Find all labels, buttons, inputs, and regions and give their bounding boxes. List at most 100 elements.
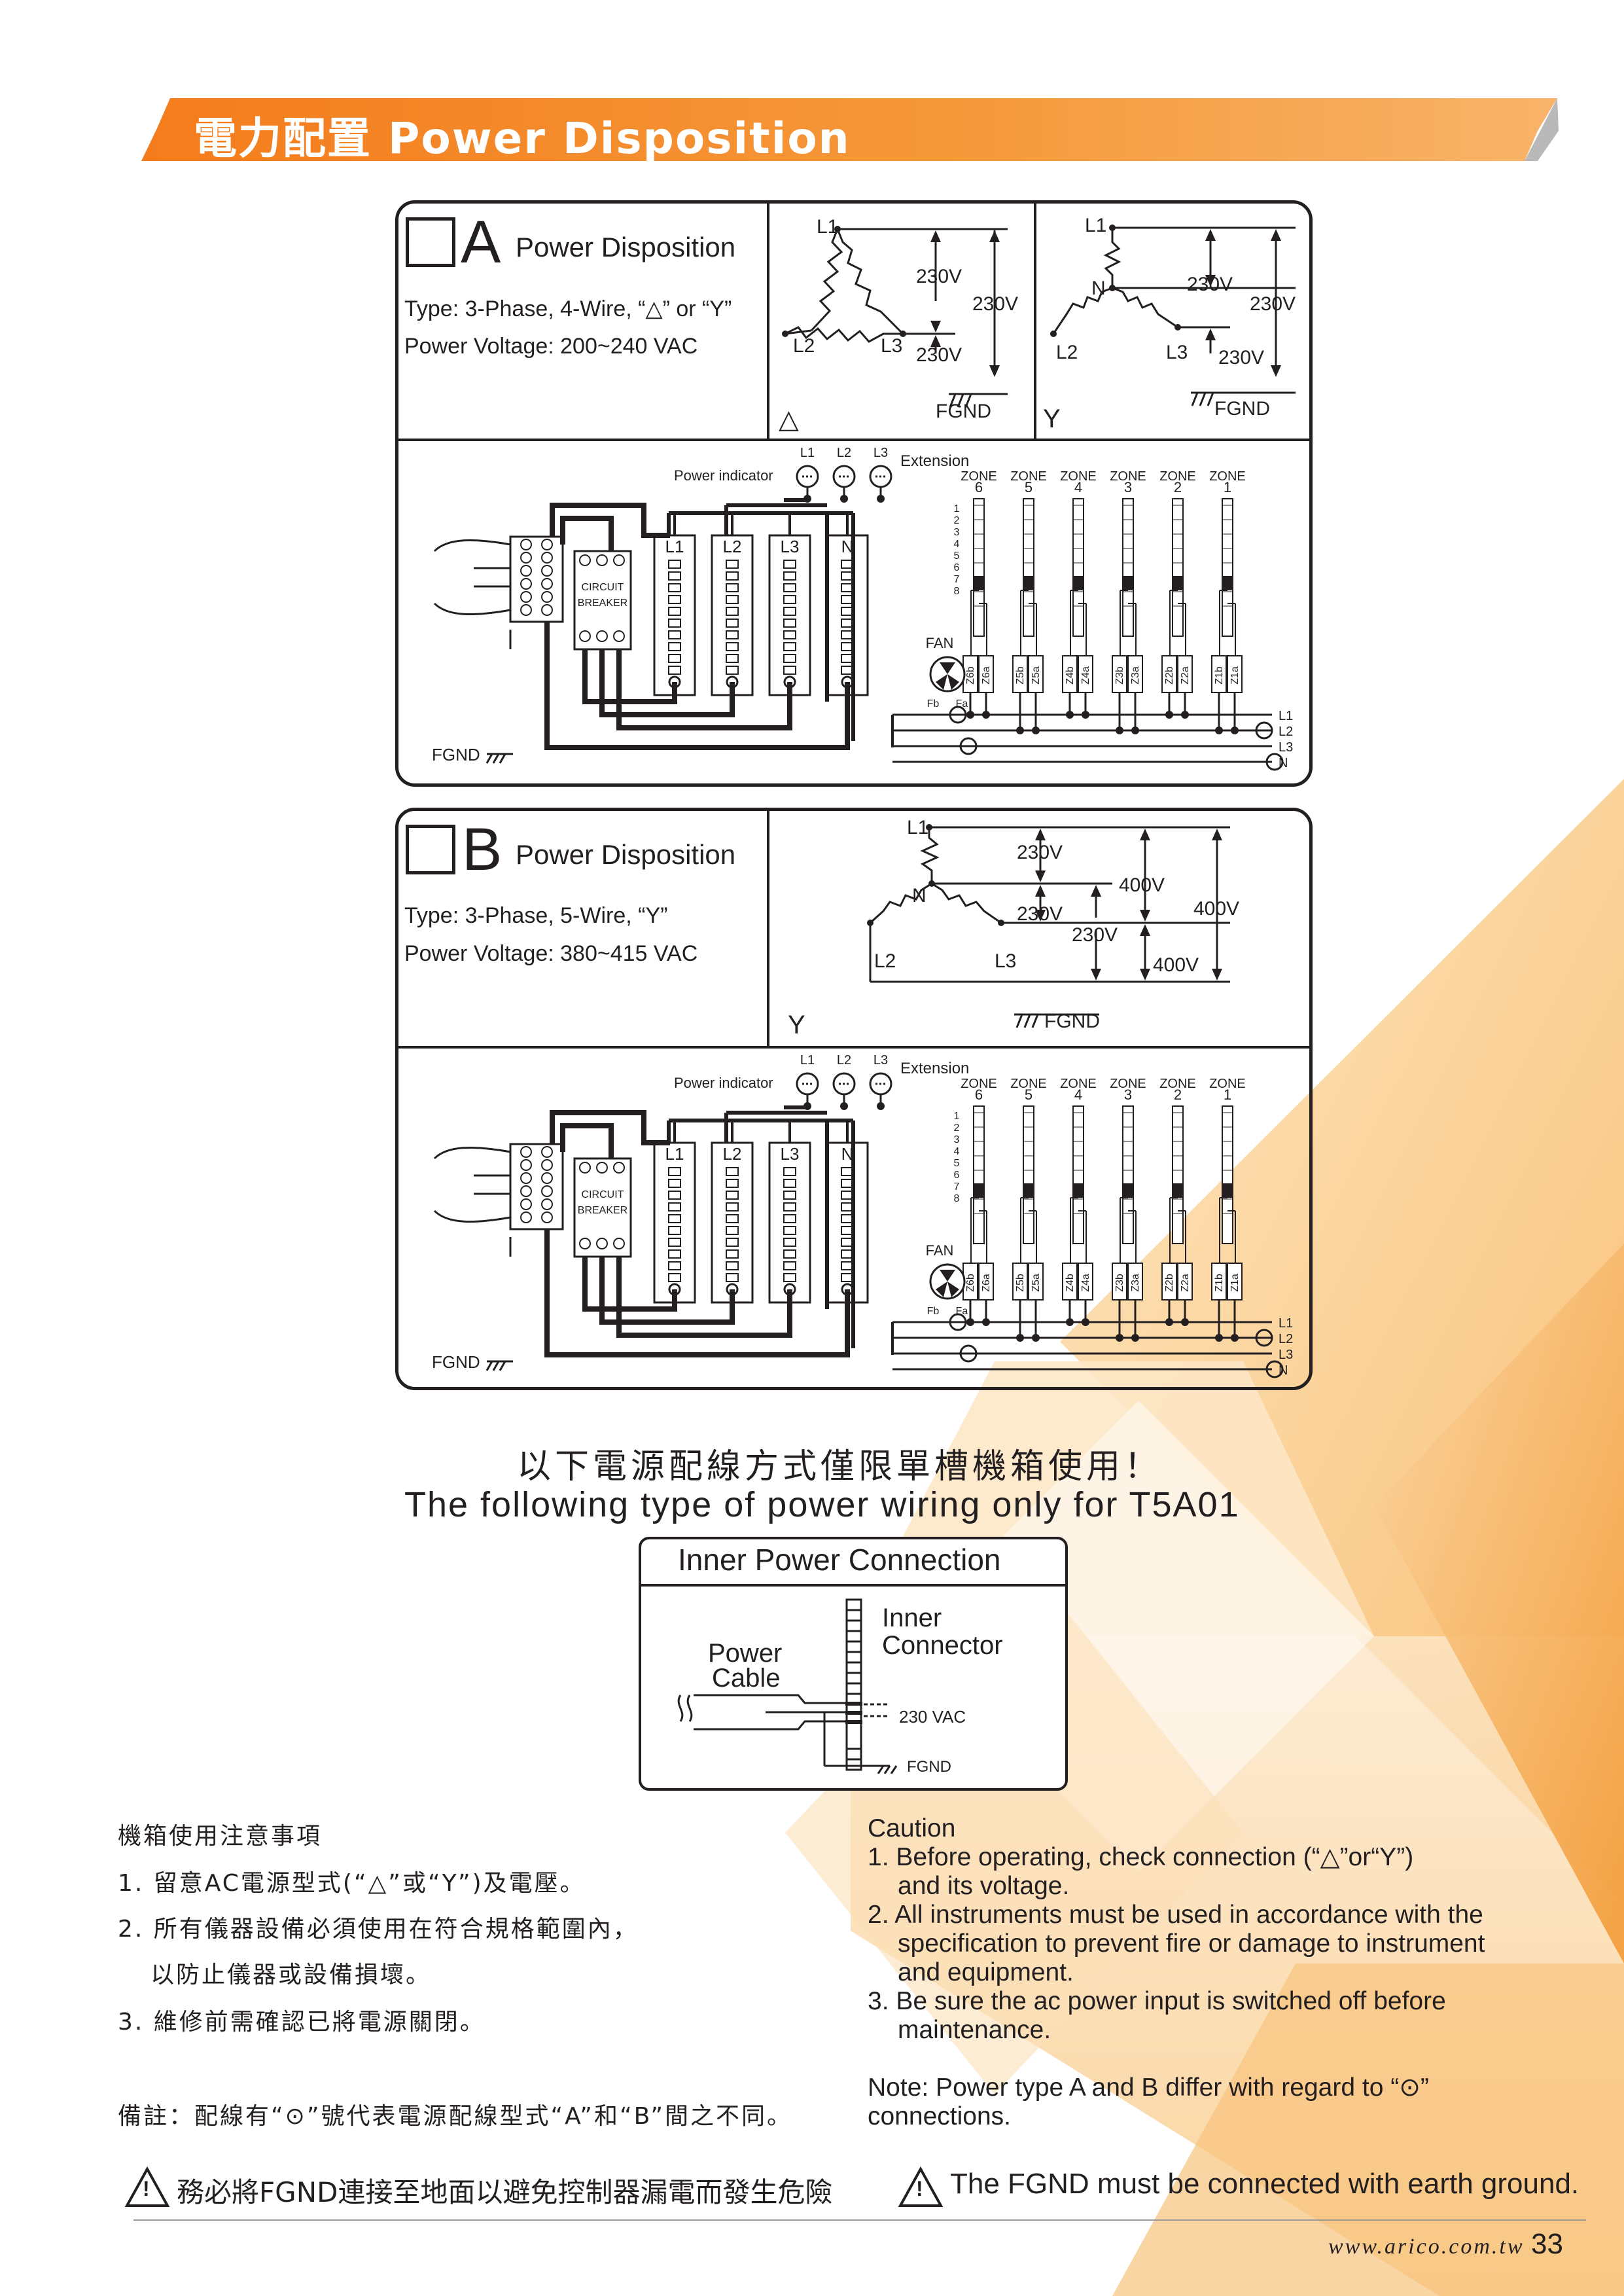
- zone-strip: [1222, 498, 1233, 637]
- bus-bar-terminal: [668, 560, 681, 569]
- fan-label: FAN: [926, 1242, 954, 1259]
- wye-b-vf: 400V: [1193, 898, 1240, 920]
- bus-bar-label: L2: [723, 1144, 742, 1164]
- bus-bar-terminal: [668, 1238, 681, 1247]
- notice-en: The following type of power wiring only …: [404, 1485, 1240, 1524]
- zone-terminal-label: Z6b: [965, 666, 976, 685]
- zone-label: ZONE: [1159, 469, 1196, 484]
- zone-slot-active: [1023, 1183, 1034, 1198]
- checkbox-b[interactable]: [406, 825, 455, 874]
- notes-zh-item-2b: 以防止儀器或設備損壞。: [150, 1962, 432, 1988]
- ground-symbol: [499, 1361, 506, 1371]
- bus-bar-terminal: [783, 642, 796, 651]
- bus-bar-terminal: [726, 1202, 739, 1211]
- bus-bar-terminal: [668, 1202, 681, 1211]
- cb-screw: [596, 1162, 608, 1174]
- footer-url[interactable]: www.arico.com.tw: [1328, 2234, 1525, 2259]
- ground-symbol: [492, 753, 500, 764]
- cb-screw: [579, 630, 591, 642]
- input-cable: [433, 1146, 511, 1160]
- ground-symbol: [485, 1361, 493, 1371]
- terminal-block: [509, 535, 564, 623]
- ground-symbol: [485, 753, 493, 764]
- bus-bar-terminal: [726, 607, 739, 616]
- cb-screw: [579, 1162, 591, 1174]
- zone-terminal-label: Z3a: [1130, 666, 1141, 685]
- cb-screw: [596, 554, 608, 566]
- bus-bar-label: L1: [665, 1144, 684, 1164]
- delta-l1: L1: [817, 216, 839, 238]
- notice-zh: 以下電源配線方式僅限單槽機箱使用！: [517, 1447, 1163, 1486]
- bus-bar-label: L2: [723, 537, 742, 556]
- heavy-wire: [616, 1257, 792, 1338]
- heavy-wire: [582, 649, 677, 704]
- bus-bar-terminal: [726, 642, 739, 651]
- warning-en: The FGND must be connected with earth gr…: [950, 2168, 1580, 2200]
- zone-terminal-label: Z4a: [1080, 1274, 1091, 1292]
- bus-bar-terminal: [783, 1261, 796, 1270]
- bus-bar-terminal: [783, 560, 796, 569]
- bus-bar-terminal: [726, 583, 739, 592]
- bus-bar-terminal: [726, 1238, 739, 1247]
- bus-bar-label: N: [841, 537, 854, 556]
- terminal-screw: [520, 591, 532, 603]
- terminal-screw: [541, 1198, 553, 1210]
- notes-zh-title: 機箱使用注意事項: [118, 1823, 323, 1850]
- bus-bar-terminal: [783, 583, 796, 592]
- notes-zh-item-3: 3. 維修前需確認已將電源關閉。: [118, 2009, 485, 2036]
- zone-label: ZONE: [1060, 1077, 1097, 1091]
- bus-bar-terminal: [726, 654, 739, 663]
- bus-bar-terminal: [783, 1167, 796, 1176]
- heavy-wire: [550, 1110, 670, 1145]
- cb-screw: [596, 1238, 608, 1249]
- extension-label: Extension: [900, 1060, 969, 1077]
- zone-terminal-label: Z2a: [1180, 666, 1191, 685]
- bus-bar-terminal: [783, 1238, 796, 1247]
- circuit-breaker-label-1: CIRCUIT: [582, 1189, 624, 1200]
- wye-a-l2: L2: [1056, 342, 1078, 363]
- page-title: 電力配置 Power Disposition: [194, 113, 851, 164]
- panel-b-voltage: Power Voltage: 380~415 VAC: [404, 941, 698, 966]
- wye-b-l2: L2: [874, 950, 896, 972]
- zone-number: 1: [1224, 479, 1231, 495]
- fgnd-label: FGND: [432, 1352, 480, 1372]
- terminal-screw: [541, 552, 553, 564]
- terminal-screw: [541, 1159, 553, 1171]
- zone-strip: [973, 498, 985, 637]
- heavy-wire: [616, 649, 792, 730]
- slot-number: 6: [954, 1170, 960, 1181]
- slot-number: 1: [954, 1111, 960, 1122]
- zone-terminal-label: Z2a: [1180, 1274, 1191, 1292]
- terminal-screw: [541, 604, 553, 616]
- terminal-screw: [520, 552, 532, 564]
- terminal-screw: [520, 1172, 532, 1184]
- wye-a-l1: L1: [1085, 215, 1107, 236]
- ground-symbol: [492, 1361, 500, 1371]
- caution-item-3: 3. Be sure the ac power input is switche…: [868, 1987, 1446, 2015]
- zone-slot-active: [974, 1183, 984, 1198]
- inner-fgnd-label: FGND: [907, 1758, 951, 1776]
- zone-strip: [1122, 498, 1134, 637]
- bus-bar-terminal: [668, 1167, 681, 1176]
- zone-terminal-label: Z6a: [981, 666, 992, 685]
- diff-marker: [949, 1313, 967, 1331]
- terminal-screw: [541, 1211, 553, 1223]
- terminal-screw: [520, 539, 532, 550]
- delta-l2: L2: [793, 335, 815, 357]
- cb-screw: [613, 554, 625, 566]
- zone-strip: [1172, 498, 1184, 637]
- panel-a-voltage: Power Voltage: 200~240 VAC: [404, 334, 698, 359]
- supply-line-label: L3: [1279, 1348, 1293, 1362]
- warning-icon-glyph: !: [143, 2177, 150, 2200]
- zone-strip: [1122, 1105, 1134, 1244]
- bus-bar-terminal: [783, 1214, 796, 1223]
- terminal-screw: [520, 578, 532, 590]
- bus-bar-terminal: [783, 595, 796, 604]
- fan-icon-blades: [936, 662, 959, 690]
- zone-label: ZONE: [1110, 1077, 1146, 1091]
- heavy-wire: [560, 516, 614, 551]
- checkbox-a[interactable]: [406, 217, 455, 267]
- zone-label: ZONE: [1010, 1077, 1047, 1091]
